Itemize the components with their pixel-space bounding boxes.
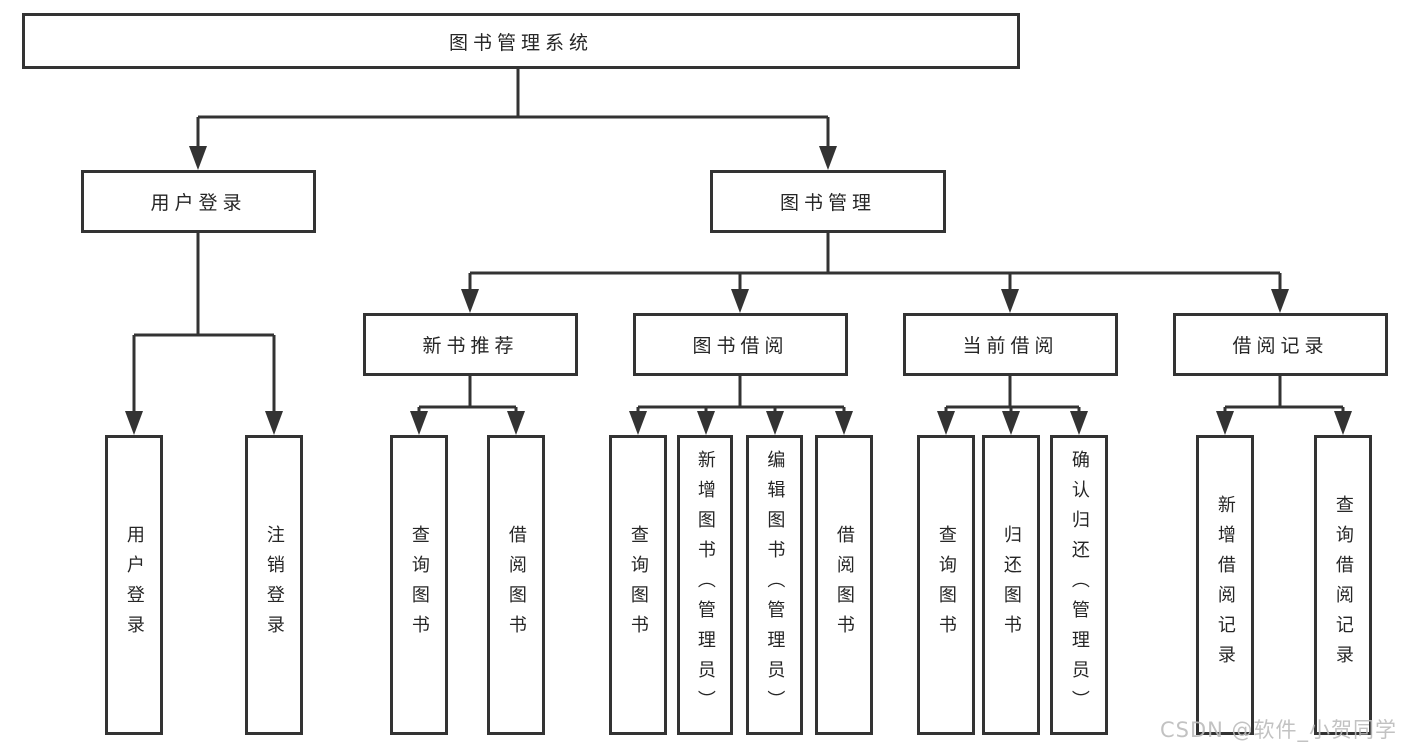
arrow-down-icons bbox=[125, 146, 1352, 435]
arrow-down-icon bbox=[125, 411, 143, 435]
node-leaf-add-borrow-record: 新增借阅记录 bbox=[1196, 435, 1254, 735]
node-label: 借阅记录 bbox=[1232, 335, 1329, 357]
node-label: 图书借阅 bbox=[692, 335, 789, 357]
arrow-down-icon bbox=[819, 146, 837, 170]
arrow-down-icon bbox=[629, 411, 647, 435]
node-leaf-borrow-books-borrowing: 借阅图书 bbox=[815, 435, 873, 735]
node-leaf-edit-books-admin: 编辑图书（管理员） bbox=[746, 435, 803, 735]
node-label: 图书管理 bbox=[779, 192, 876, 214]
node-leaf-add-books-admin: 新增图书（管理员） bbox=[677, 435, 733, 735]
arrow-down-icon bbox=[1216, 411, 1234, 435]
node-leaf-query-books-recommend: 查询图书 bbox=[390, 435, 448, 735]
csdn-watermark: CSDN @软件_小贺同学 bbox=[1160, 718, 1398, 742]
node-label: 用户登录 bbox=[150, 192, 247, 214]
node-new-book-recommendation: 新书推荐 bbox=[363, 313, 578, 376]
node-label: 查询借阅记录 bbox=[1332, 495, 1354, 675]
arrow-down-icon bbox=[731, 289, 749, 313]
arrow-down-icon bbox=[1070, 411, 1088, 435]
node-leaf-confirm-return-admin: 确认归还（管理员） bbox=[1050, 435, 1108, 735]
node-current-borrowing: 当前借阅 bbox=[903, 313, 1118, 376]
arrow-down-icon bbox=[1271, 289, 1289, 313]
node-user-login-module: 用户登录 bbox=[81, 170, 316, 233]
node-label: 查询图书 bbox=[627, 525, 649, 645]
node-leaf-return-books: 归还图书 bbox=[982, 435, 1040, 735]
node-label: 编辑图书（管理员） bbox=[764, 450, 786, 720]
node-book-management-module: 图书管理 bbox=[710, 170, 946, 233]
arrow-down-icon bbox=[265, 411, 283, 435]
node-label: 图书管理系统 bbox=[448, 31, 593, 54]
arrow-down-icon bbox=[835, 411, 853, 435]
node-leaf-user-login: 用户登录 bbox=[105, 435, 163, 735]
node-leaf-query-books-borrowing: 查询图书 bbox=[609, 435, 667, 735]
node-root-library-management-system: 图书管理系统 bbox=[22, 13, 1020, 69]
arrow-down-icon bbox=[410, 411, 428, 435]
node-leaf-borrow-books-recommend: 借阅图书 bbox=[487, 435, 545, 735]
node-label: 查询图书 bbox=[408, 525, 430, 645]
connector-lines bbox=[132, 69, 1345, 417]
arrow-down-icon bbox=[1002, 411, 1020, 435]
arrow-down-icon bbox=[461, 289, 479, 313]
arrow-down-icon bbox=[1001, 289, 1019, 313]
node-label: 新增图书（管理员） bbox=[694, 450, 716, 720]
arrow-down-icon bbox=[937, 411, 955, 435]
arrow-down-icon bbox=[507, 411, 525, 435]
node-label: 借阅图书 bbox=[833, 525, 855, 645]
node-book-borrowing: 图书借阅 bbox=[633, 313, 848, 376]
node-leaf-query-books-current: 查询图书 bbox=[917, 435, 975, 735]
node-label: 新书推荐 bbox=[422, 335, 519, 357]
node-label: 新增借阅记录 bbox=[1214, 495, 1236, 675]
node-label: 当前借阅 bbox=[962, 335, 1059, 357]
node-label: 注销登录 bbox=[263, 525, 285, 645]
arrow-down-icon bbox=[697, 411, 715, 435]
node-label: 归还图书 bbox=[1000, 525, 1022, 645]
arrow-down-icon bbox=[766, 411, 784, 435]
node-label: 确认归还（管理员） bbox=[1068, 450, 1090, 720]
node-label: 查询图书 bbox=[935, 525, 957, 645]
arrow-down-icon bbox=[1334, 411, 1352, 435]
node-label: 借阅图书 bbox=[505, 525, 527, 645]
node-borrowing-records: 借阅记录 bbox=[1173, 313, 1388, 376]
node-label: 用户登录 bbox=[123, 525, 145, 645]
arrow-down-icon bbox=[189, 146, 207, 170]
node-leaf-query-borrow-record: 查询借阅记录 bbox=[1314, 435, 1372, 735]
node-leaf-logout: 注销登录 bbox=[245, 435, 303, 735]
